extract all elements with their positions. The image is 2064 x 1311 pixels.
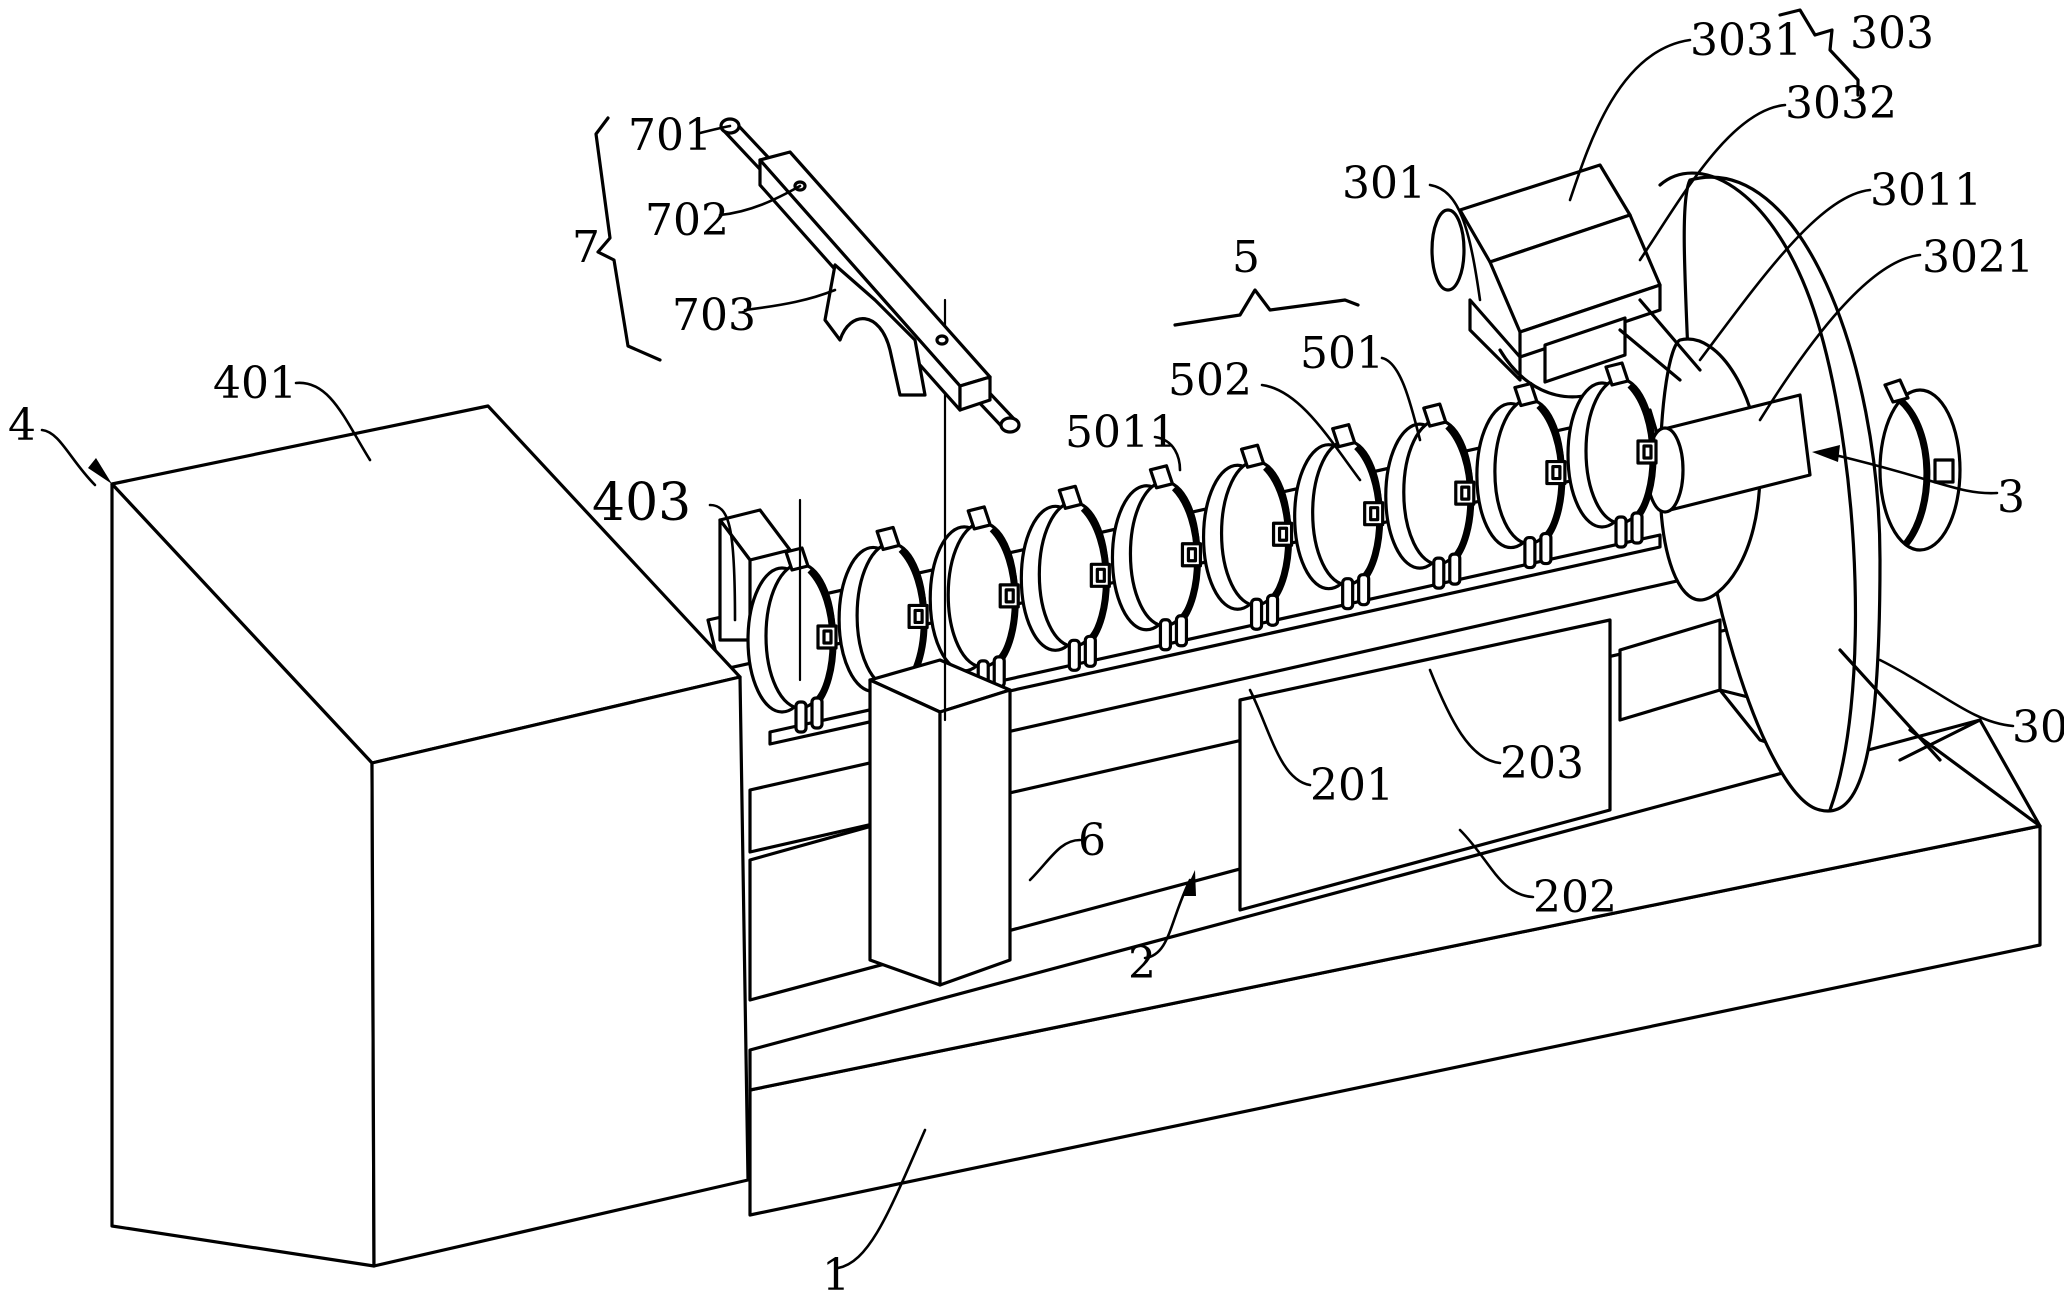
ring-clip-bottom xyxy=(1158,618,1173,652)
ring-clip-bottom xyxy=(1539,531,1553,566)
ring-latch-slot xyxy=(1551,464,1562,481)
ring-tab-top xyxy=(1513,381,1539,408)
ring-assembly xyxy=(1201,443,1294,631)
ring-clip-bottom xyxy=(1249,597,1264,631)
motor-assembly-301 xyxy=(1430,163,1702,399)
label-703: 703 xyxy=(672,290,756,341)
label-5011: 5011 xyxy=(1065,407,1177,458)
ring-latch-slot xyxy=(1095,567,1106,583)
ring-assemblies-5 xyxy=(746,361,1962,746)
label-2: 2 xyxy=(1128,938,1156,989)
label-201: 201 xyxy=(1310,760,1394,811)
ring-latch-slot xyxy=(822,629,833,645)
label-7: 7 xyxy=(572,222,600,273)
ring-clip-bottom xyxy=(810,696,824,730)
ring-clip-bottom xyxy=(1630,511,1644,545)
label-1: 1 xyxy=(822,1250,850,1301)
ring-assembly-far-right xyxy=(1878,378,1962,552)
label-302: 302 xyxy=(2012,702,2064,753)
ring-tab-top xyxy=(1422,402,1448,428)
ring-clip-bottom xyxy=(1614,515,1628,549)
label-5: 5 xyxy=(1232,232,1260,283)
ring-tab-top xyxy=(875,525,901,552)
ring-tab-top xyxy=(966,505,992,531)
reference-labels: 4 401 403 701 702 7 703 5 5011 502 501 3… xyxy=(8,8,2064,1301)
brace-303 xyxy=(1778,8,1860,97)
label-3031: 3031 xyxy=(1690,15,1802,66)
housing-box-4 xyxy=(110,404,750,1268)
ring-latch-slot xyxy=(1186,547,1198,563)
ring-clip-bottom xyxy=(1523,535,1537,570)
ring-latch-slot xyxy=(1460,485,1471,501)
label-501: 501 xyxy=(1300,328,1384,379)
ring-clip-bottom xyxy=(1357,573,1371,607)
label-401: 401 xyxy=(213,358,297,409)
ring-assembly xyxy=(1110,464,1203,652)
ring-latch-slot xyxy=(1369,506,1380,522)
ring-latch-slot xyxy=(1642,444,1653,460)
label-701: 701 xyxy=(628,110,712,161)
fork-tool-7 xyxy=(719,117,1021,434)
ring-latch-slot xyxy=(1277,526,1289,542)
ring-clip-bottom xyxy=(1083,634,1097,668)
label-3011: 3011 xyxy=(1870,165,1982,216)
ring-assembly xyxy=(1566,361,1658,549)
ring-clip-bottom xyxy=(1341,577,1355,611)
disc-wheel-302 xyxy=(1658,171,2042,828)
label-403: 403 xyxy=(592,473,691,533)
ring-clip-bottom xyxy=(794,700,808,734)
ring-assembly xyxy=(1475,381,1567,570)
ring-assembly xyxy=(746,546,838,734)
ring-latch-slot xyxy=(913,608,924,625)
label-3021: 3021 xyxy=(1922,232,2034,283)
clamp-block-6 xyxy=(798,298,1012,987)
label-3032: 3032 xyxy=(1785,78,1897,129)
ring-clip-bottom xyxy=(1432,556,1446,590)
ring-clip-bottom xyxy=(1067,638,1081,672)
brace-5 xyxy=(1173,288,1360,327)
label-202: 202 xyxy=(1533,872,1617,923)
brace-7 xyxy=(594,116,662,362)
ring-tab-top xyxy=(1331,423,1357,449)
ring-clip-bottom xyxy=(1448,552,1462,586)
ring-assembly xyxy=(1384,402,1476,590)
label-502: 502 xyxy=(1168,355,1252,406)
leader-lines xyxy=(40,38,2015,1270)
label-4: 4 xyxy=(8,400,36,451)
ring-clip-bottom xyxy=(1174,614,1189,648)
label-301: 301 xyxy=(1342,158,1426,209)
ring-clip-bottom xyxy=(1265,593,1280,627)
ring-latch-slot xyxy=(1004,588,1015,604)
ring-assembly xyxy=(928,505,1020,693)
ring-tab-top xyxy=(1148,464,1175,490)
ring-tab-top xyxy=(1239,443,1266,469)
base-1 xyxy=(748,718,2042,1217)
ring-assembly xyxy=(1293,423,1385,611)
ring-assembly xyxy=(1019,484,1111,672)
ring-tab-top xyxy=(1057,484,1083,510)
label-303: 303 xyxy=(1850,8,1934,59)
ring-tab-top xyxy=(1604,361,1630,387)
label-6: 6 xyxy=(1078,815,1106,866)
label-203: 203 xyxy=(1500,738,1584,789)
label-702: 702 xyxy=(645,195,729,246)
label-3: 3 xyxy=(1997,472,2025,523)
ring-tab-top xyxy=(784,546,810,572)
